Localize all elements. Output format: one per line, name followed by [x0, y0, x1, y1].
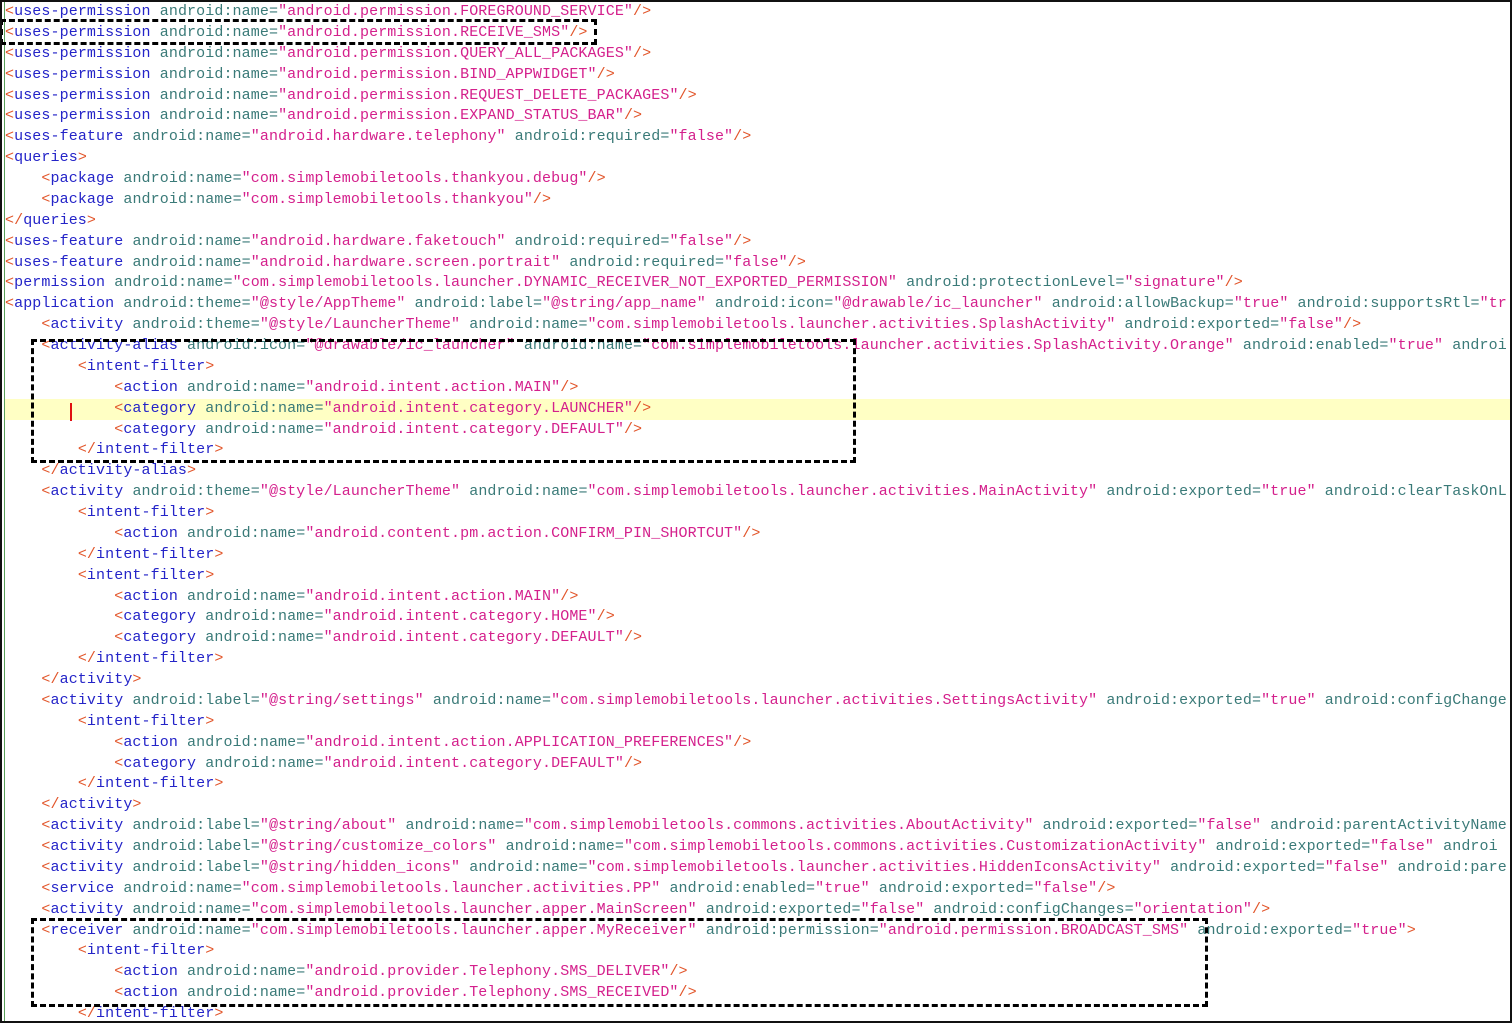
text-cursor: [70, 403, 72, 421]
code-line[interactable]: <action android:name="android.intent.act…: [114, 587, 579, 605]
code-line[interactable]: <activity android:label="@string/about" …: [41, 817, 1507, 835]
code-line[interactable]: <uses-permission android:name="android.p…: [5, 23, 588, 41]
code-line[interactable]: </queries>: [5, 211, 97, 229]
code-line[interactable]: <uses-permission android:name="android.p…: [5, 107, 643, 125]
code-line[interactable]: <intent-filter>: [77, 357, 215, 375]
code-line[interactable]: <action android:name="android.provider.T…: [114, 963, 688, 981]
code-line[interactable]: <category android:name="android.intent.c…: [114, 420, 643, 438]
code-line[interactable]: <uses-permission android:name="android.p…: [5, 3, 652, 20]
code-line[interactable]: <intent-filter>: [77, 504, 215, 521]
code-line[interactable]: <category android:name="android.intent.c…: [114, 629, 643, 647]
code-line[interactable]: <activity android:theme="@style/Launcher…: [41, 316, 1362, 334]
code-area[interactable]: <uses-permission android:name="android.p…: [5, 2, 1510, 1022]
code-line[interactable]: </activity-alias>: [41, 462, 197, 480]
code-line[interactable]: <action android:name="android.intent.act…: [114, 733, 752, 751]
code-line[interactable]: </intent-filter>: [77, 545, 224, 563]
code-line[interactable]: <action android:name="android.content.pm…: [114, 524, 761, 542]
code-line[interactable]: <activity android:label="@string/hidden_…: [41, 858, 1507, 876]
code-line[interactable]: <application android:theme="@style/AppTh…: [5, 295, 1507, 313]
annotation-box-receive-sms: [2, 19, 597, 45]
code-line[interactable]: <package android:name="com.simplemobilet…: [41, 190, 552, 208]
code-line[interactable]: <category android:name="android.intent.c…: [114, 608, 615, 626]
code-line[interactable]: </intent-filter>: [77, 441, 224, 459]
code-line[interactable]: </intent-filter>: [77, 775, 224, 793]
code-line[interactable]: <uses-feature android:name="android.hard…: [5, 232, 752, 250]
code-line[interactable]: <activity android:name="com.simplemobile…: [41, 900, 1271, 918]
code-line[interactable]: <uses-permission android:name="android.p…: [5, 65, 615, 83]
code-line[interactable]: <permission android:name="com.simplemobi…: [5, 274, 1243, 292]
code-line[interactable]: <category android:name="android.intent.c…: [5, 398, 1510, 420]
code-line[interactable]: <intent-filter>: [77, 942, 215, 960]
code-line[interactable]: <service android:name="com.simplemobilet…: [41, 879, 1116, 897]
annotation-box-activity-alias-launcher: [31, 339, 856, 463]
gutter-divider: [4, 2, 5, 1021]
code-line[interactable]: <category android:name="android.intent.c…: [114, 754, 643, 772]
code-line[interactable]: <uses-feature android:name="android.hard…: [5, 128, 752, 146]
code-line[interactable]: </intent-filter>: [77, 650, 224, 668]
annotation-box-sms-receiver: [31, 918, 1208, 1007]
code-line[interactable]: <intent-filter>: [77, 566, 215, 584]
code-line[interactable]: <uses-permission android:name="android.p…: [5, 44, 652, 62]
code-line[interactable]: <queries>: [5, 149, 87, 167]
code-line[interactable]: <package android:name="com.simplemobilet…: [41, 170, 606, 187]
code-line[interactable]: <uses-feature android:name="android.hard…: [5, 253, 806, 271]
code-line[interactable]: <receiver android:name="com.simplemobile…: [41, 921, 1416, 939]
code-line[interactable]: <intent-filter>: [77, 712, 215, 730]
code-line[interactable]: </intent-filter>: [77, 1005, 224, 1022]
code-line[interactable]: <action android:name="android.intent.act…: [114, 378, 579, 396]
code-line[interactable]: <action android:name="android.provider.T…: [114, 984, 697, 1002]
code-line[interactable]: <activity android:label="@string/setting…: [41, 691, 1507, 709]
code-line[interactable]: <activity android:theme="@style/Launcher…: [41, 483, 1507, 501]
code-line[interactable]: </activity>: [41, 671, 142, 688]
code-line[interactable]: <activity android:label="@string/customi…: [41, 838, 1498, 855]
code-line[interactable]: </activity>: [41, 796, 142, 814]
code-line[interactable]: <uses-permission android:name="android.p…: [5, 86, 697, 104]
